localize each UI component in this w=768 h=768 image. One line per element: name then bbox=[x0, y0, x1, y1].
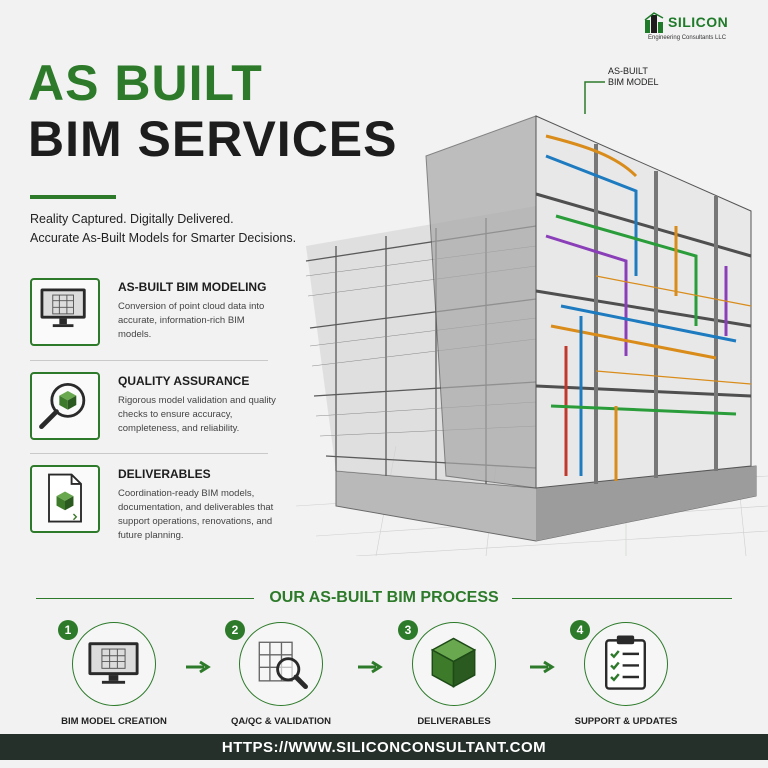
service-card-deliverables: DELIVERABLES Coordination-ready BIM mode… bbox=[30, 465, 273, 545]
magnifier-cube-icon bbox=[30, 372, 100, 440]
step-number: 1 bbox=[58, 620, 78, 640]
step-number: 2 bbox=[225, 620, 245, 640]
step-label: SUPPORT & UPDATES bbox=[574, 716, 678, 727]
tagline-line2: Accurate As-Built Models for Smarter Dec… bbox=[30, 231, 297, 245]
monitor-model-icon bbox=[72, 622, 156, 706]
cube-icon bbox=[412, 622, 496, 706]
service-title-quality: QUALITY ASSURANCE bbox=[118, 374, 250, 388]
tagline-line1: Reality Captured. Digitally Delivered. bbox=[30, 212, 234, 226]
service-desc-quality: Rigorous model validation and quality ch… bbox=[118, 395, 276, 434]
arrow-right-icon bbox=[186, 660, 211, 674]
document-cube-icon bbox=[30, 465, 100, 533]
step-label: DELIVERABLES bbox=[417, 716, 491, 727]
arrow-right-icon bbox=[530, 660, 555, 674]
page-title-line1: AS BUILT bbox=[28, 55, 263, 111]
divider bbox=[30, 453, 268, 454]
step-number: 4 bbox=[570, 620, 590, 640]
step-number: 3 bbox=[398, 620, 418, 640]
logo-building-icon bbox=[644, 12, 664, 33]
as-built-building-illustration bbox=[296, 115, 768, 556]
step-label: QA/QC & VALIDATION bbox=[231, 716, 331, 727]
callout-leader-line bbox=[584, 81, 605, 114]
arrow-right-icon bbox=[358, 660, 383, 674]
logo-name: SILICON bbox=[668, 14, 729, 30]
process-step-3: 3 DELIVERABLES bbox=[398, 620, 510, 732]
callout-line2: BIM MODEL bbox=[608, 77, 659, 87]
process-rule-right bbox=[512, 598, 732, 599]
company-logo[interactable]: SILICON Engineering Consultants LLC bbox=[644, 10, 754, 46]
tagline: Reality Captured. Digitally Delivered. A… bbox=[30, 210, 296, 248]
magnifier-frame-icon bbox=[239, 622, 323, 706]
process-step-4: 4 SUPPORT & UPDATES bbox=[570, 620, 682, 732]
service-title-modeling: AS-BUILT BIM MODELING bbox=[118, 280, 267, 294]
process-step-1: 1 BIM MODEL CREATION bbox=[58, 620, 170, 732]
process-title: OUR AS-BUILT BIM PROCESS bbox=[269, 589, 499, 606]
page-title-line2: BIM SERVICES bbox=[28, 111, 398, 167]
step-label: BIM MODEL CREATION bbox=[61, 716, 167, 727]
service-desc-modeling: Conversion of point cloud data into accu… bbox=[118, 301, 265, 340]
title-underline bbox=[30, 195, 116, 199]
service-card-quality: QUALITY ASSURANCE Rigorous model validat… bbox=[30, 372, 276, 452]
service-card-modeling: AS-BUILT BIM MODELING Conversion of poin… bbox=[30, 278, 270, 358]
process-step-2: 2 QA/QC & VALIDATION bbox=[225, 620, 337, 732]
monitor-building-icon bbox=[30, 278, 100, 346]
service-desc-deliverables: Coordination-ready BIM models, documenta… bbox=[118, 488, 274, 541]
logo-subtitle: Engineering Consultants LLC bbox=[648, 35, 727, 41]
process-rule-left bbox=[36, 598, 254, 599]
callout-line1: AS-BUILT bbox=[608, 66, 648, 76]
website-link[interactable]: HTTPS://WWW.SILICONCONSULTANT.COM bbox=[221, 739, 547, 756]
clipboard-checklist-icon bbox=[584, 622, 668, 706]
footer-bar: HTTPS://WWW.SILICONCONSULTANT.COM bbox=[0, 734, 768, 760]
callout-label: AS-BUILT BIM MODEL bbox=[608, 66, 659, 88]
service-title-deliverables: DELIVERABLES bbox=[118, 467, 211, 481]
divider bbox=[30, 360, 268, 361]
